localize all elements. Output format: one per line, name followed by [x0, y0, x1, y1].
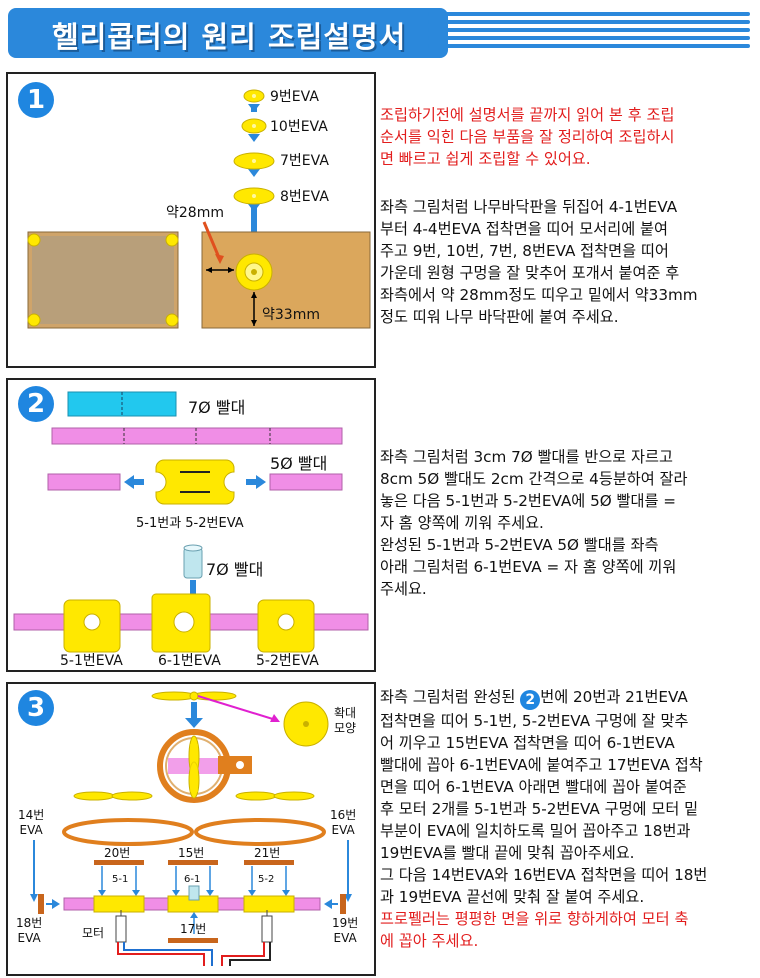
straw-5mm-label: 5Ø 빨대: [270, 454, 328, 473]
part-label-18: 18번 EVA: [16, 916, 43, 945]
eva-label-10: 10번EVA: [270, 119, 328, 135]
part-label-21: 21번: [254, 846, 281, 860]
step-badge-2: 2: [18, 386, 54, 422]
motor-label: 모터: [82, 926, 105, 940]
eva-label-9: 9번EVA: [270, 89, 319, 105]
bottom-label-5-1: 5-1번EVA: [60, 653, 123, 669]
step-badge-2-inline: 2: [520, 690, 541, 710]
part-label-16: 16번 EVA: [330, 808, 357, 837]
header-banner: 헬리콥터의 원리 조립설명서: [8, 8, 750, 58]
straw-7mm-label: 7Ø 빨대: [188, 398, 246, 417]
section2-body-text: 좌측 그림처럼 3cm 7Ø 빨대를 반으로 자르고 8cm 5Ø 빨대도 2c…: [380, 448, 688, 598]
bottom-label-5-2: 5-2번EVA: [256, 653, 319, 669]
header-pill: [8, 8, 448, 58]
bottom-label-6-1: 6-1번EVA: [158, 653, 221, 669]
section1-intro-text: 조립하기전에 설명서를 끝까지 읽어 본 후 조립 순서를 익힌 다음 부품을 …: [380, 106, 675, 168]
straw-7mm-small-label: 7Ø 빨대: [206, 560, 264, 579]
step-badge-1: 1: [18, 82, 54, 118]
part-label-6-1: 6-1: [184, 874, 201, 885]
section-3: 3: [6, 682, 376, 976]
section-1: 1: [6, 72, 376, 368]
part-label-5: 5-1번과 5-2번EVA: [136, 516, 244, 531]
part-label-5-2: 5-2: [258, 874, 275, 885]
part-label-20: 20번: [104, 846, 131, 860]
eva-label-7: 7번EVA: [280, 153, 329, 169]
section-2: 2 7Ø 빨대 5Ø 빨대 5-1번과 5-2번EVA 7Ø 빨대 5-1번EV…: [6, 378, 376, 672]
eva-label-8: 8번EVA: [280, 189, 329, 205]
dimension-left-label: 약28mm: [166, 205, 224, 221]
part-label-17: 17번: [180, 922, 207, 936]
step-badge-3: 3: [18, 690, 54, 726]
part-label-19: 19번 EVA: [332, 916, 359, 945]
page-title: 헬리콥터의 원리 조립설명서: [52, 20, 407, 54]
section2-illustration: [13, 391, 369, 653]
section3-illustration: [30, 691, 352, 966]
part-label-15: 15번: [178, 846, 205, 860]
part-label-5-1: 5-1: [112, 874, 129, 885]
section1-illustration: [27, 89, 371, 329]
dimension-bottom-label: 약33mm: [262, 307, 320, 323]
section1-body-text: 좌측 그림처럼 나무바닥판을 뒤집어 4-1번EVA 부터 4-4번EVA 접착…: [380, 198, 698, 326]
part-label-14: 14번 EVA: [18, 808, 45, 837]
zoom-label: 확대 모양: [334, 706, 357, 735]
header-stripes: [428, 12, 750, 56]
